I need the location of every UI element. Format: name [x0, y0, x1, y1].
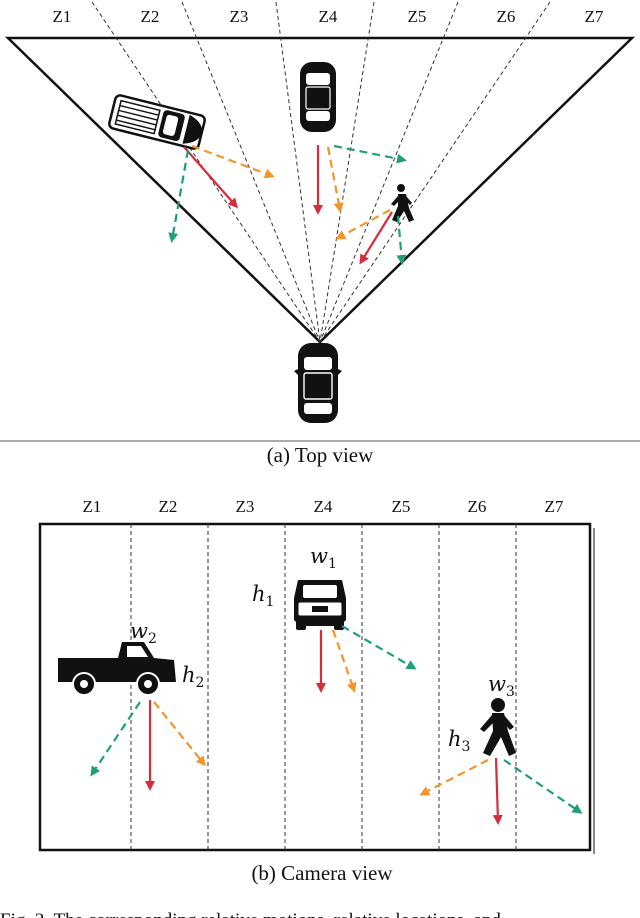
- h3-label: h3: [448, 727, 470, 755]
- truck-lateral-motion-arrow: [191, 144, 275, 179]
- zone-ray-4: [319, 1, 375, 343]
- zone-boundary-rays: [91, 1, 551, 343]
- zone-ray-6: [319, 1, 551, 343]
- top-zone-label-z4: Z4: [319, 7, 338, 26]
- cam-pedestrian-relative-arrow: [492, 757, 503, 825]
- top-zone-label-z6: Z6: [497, 7, 516, 26]
- pedestrian-ego-compensated-arrow: [396, 215, 407, 265]
- truck-ego-compensated-arrow: [168, 149, 190, 243]
- car-top-icon: [300, 62, 336, 132]
- cam-truck-lateral-arrow: [153, 701, 206, 767]
- cam-truck-compensated-arrow: [90, 701, 141, 777]
- zone-ray-3: [275, 1, 321, 343]
- pickup-truck-side-icon: [58, 642, 176, 696]
- zone-ray-5: [319, 1, 459, 343]
- top-zone-label-z7: Z7: [585, 7, 604, 26]
- camera-view-panel: Z1 Z2 Z3 Z4 Z5 Z6 Z7 w1 h1: [38, 497, 595, 885]
- cam-car-compensated-arrow: [341, 625, 417, 670]
- pickup-truck-top-icon: [108, 94, 206, 150]
- w1-label: w1: [310, 544, 337, 572]
- w3-label: w3: [488, 672, 515, 700]
- h1-label: h1: [252, 582, 274, 610]
- car-lateral-motion-arrow: [326, 146, 344, 213]
- top-zone-label-z5: Z5: [408, 7, 427, 26]
- cam-zone-label-z7: Z7: [545, 497, 564, 516]
- h2-label: h2: [182, 663, 204, 691]
- car-ego-compensated-arrow: [333, 144, 407, 164]
- figure-caption: Fig. 2. The corresponding relative motio…: [0, 910, 501, 918]
- cam-zone-label-z6: Z6: [468, 497, 487, 516]
- truck-relative-motion-arrow: [183, 146, 238, 209]
- zone-ray-2: [181, 1, 321, 343]
- car-rear-view-icon: [294, 580, 346, 630]
- camera-zone-dividers: [130, 524, 517, 850]
- cam-zone-label-z2: Z2: [159, 497, 178, 516]
- cam-car-lateral-arrow: [331, 629, 357, 693]
- cam-zone-label-z5: Z5: [392, 497, 411, 516]
- cam-pedestrian-compensated-arrow: [503, 759, 583, 814]
- top-view-caption: (a) Top view: [267, 443, 374, 467]
- ego-car-icon: [294, 343, 342, 423]
- pedestrian-side-icon: [480, 698, 516, 756]
- camera-view-caption: (b) Camera view: [251, 861, 393, 885]
- pedestrian-relative-motion-arrow: [359, 211, 393, 265]
- cam-zone-label-z3: Z3: [236, 497, 255, 516]
- w2-label: w2: [130, 619, 157, 647]
- pedestrian-top-icon: [391, 184, 414, 222]
- top-zone-label-z2: Z2: [141, 7, 160, 26]
- cam-zone-label-z4: Z4: [314, 497, 333, 516]
- pedestrian-lateral-motion-arrow: [335, 209, 391, 240]
- camera-frame: [38, 522, 592, 852]
- cam-zone-label-z1: Z1: [83, 497, 102, 516]
- top-zone-label-z3: Z3: [230, 7, 249, 26]
- top-view-panel: Z1 Z2 Z3 Z4 Z5 Z6 Z7: [0, 1, 640, 467]
- top-zone-label-z1: Z1: [53, 7, 72, 26]
- field-of-view-triangle: [4, 36, 636, 344]
